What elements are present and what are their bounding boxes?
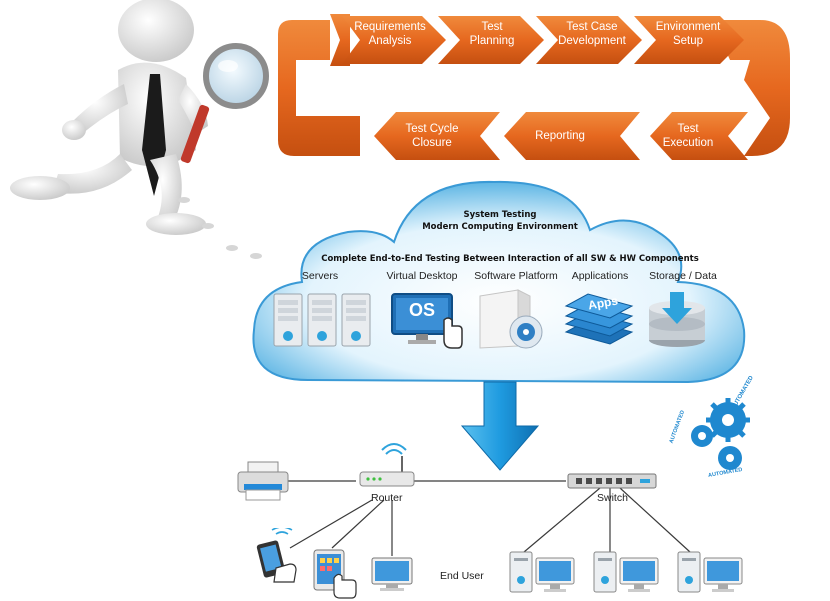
storage-data-icon	[649, 292, 705, 347]
test-cycle-diagram	[278, 14, 790, 160]
cycle-step-test-case-development: Test Case Development	[558, 21, 626, 47]
router-icon	[359, 443, 415, 487]
end-user-label: End User	[440, 570, 484, 582]
person-magnifier-illustration	[10, 0, 269, 259]
tablet-icon	[313, 549, 357, 599]
component-label-software-platform: Software Platform	[474, 270, 558, 282]
cycle-step-test-cycle-closure: Test Cycle Closure	[405, 123, 459, 149]
component-label-storage-data: Storage / Data	[649, 270, 717, 282]
arrow-down-icon	[460, 381, 540, 471]
cycle-step-reporting: Reporting	[535, 130, 585, 142]
applications-stack-icon	[564, 293, 634, 345]
cycle-step-requirements-analysis: Requirements Analysis	[354, 21, 426, 47]
switch-icon	[567, 473, 657, 489]
end-user-monitor-icon	[371, 557, 413, 591]
switch-label: Switch	[597, 492, 628, 504]
mobile-phone-icon	[256, 528, 297, 583]
printer-icon	[237, 461, 289, 501]
cloud-title-line1: System Testing	[463, 210, 537, 220]
software-platform-box-icon	[479, 289, 543, 349]
desktop-pc-icon	[677, 551, 743, 593]
component-label-applications: Applications	[571, 270, 629, 282]
cloud-subtitle: Complete End-to-End Testing Between Inte…	[321, 254, 699, 264]
desktop-pc-icon	[509, 551, 575, 593]
cloud-title-line2: Modern Computing Environment	[422, 222, 578, 232]
os-text: OS	[408, 300, 435, 320]
cycle-step-test-planning: Test Planning	[469, 21, 515, 47]
cycle-step-environment-setup: Environment Setup	[655, 21, 721, 47]
component-label-servers: Servers	[301, 270, 339, 282]
desktop-pc-icon	[593, 551, 659, 593]
router-label: Router	[371, 492, 403, 504]
component-label-virtual-desktop: Virtual Desktop	[386, 270, 458, 282]
cycle-step-test-execution: Test Execution	[662, 123, 714, 149]
automated-gears-icon	[691, 398, 750, 470]
servers-icon	[273, 293, 371, 347]
virtual-desktop-os-icon	[391, 293, 463, 349]
